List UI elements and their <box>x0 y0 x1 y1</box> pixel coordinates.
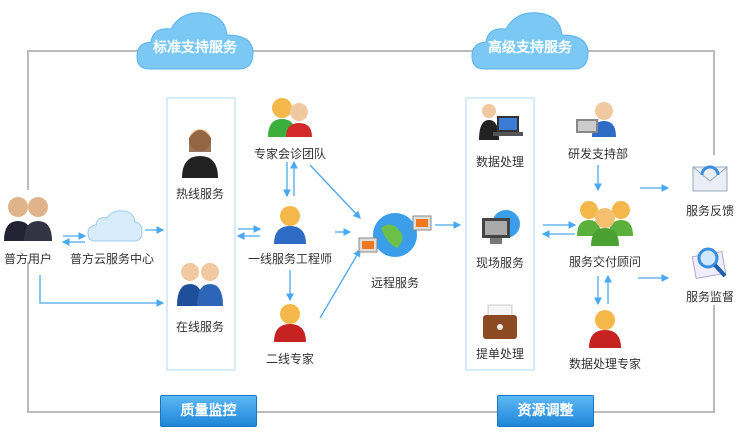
expert-team-label: 专家会诊团队 <box>253 147 327 161</box>
engineer-icon <box>274 206 306 244</box>
data-expert-icon <box>589 310 621 348</box>
feedback-label: 服务反馈 <box>685 204 735 218</box>
user-label: 普方用户 <box>3 252 53 266</box>
cloud-center-label: 普方云服务中心 <box>69 252 155 266</box>
headset-agent-icon <box>182 129 218 178</box>
feedback-envelope-icon <box>692 165 728 192</box>
resource-adjust-button[interactable]: 资源调整 <box>497 395 594 427</box>
supervision-label: 服务监督 <box>685 290 735 304</box>
remote-globe-icon <box>358 213 432 257</box>
rd-label: 研发支持部 <box>567 147 629 161</box>
quality-monitor-button[interactable]: 质量监控 <box>160 395 257 427</box>
supervision-magnifier-icon <box>691 247 727 280</box>
hotline-label: 热线服务 <box>175 187 225 201</box>
first-line-label: 一线服务工程师 <box>247 252 333 266</box>
data-processing-label: 数据处理 <box>475 155 525 169</box>
remote-label: 远程服务 <box>370 276 420 290</box>
second-line-label: 二线专家 <box>265 352 315 366</box>
online-label: 在线服务 <box>175 320 225 334</box>
onsite-computer-icon <box>482 210 520 244</box>
online-agents-icon <box>177 263 223 306</box>
cloud-center-icon <box>87 210 143 242</box>
users-icon <box>4 197 52 241</box>
ticket-briefcase-icon <box>483 304 517 339</box>
data-processing-icon <box>479 104 523 140</box>
expert-team-icon <box>268 98 312 137</box>
second-line-expert-icon <box>274 304 306 342</box>
delivery-label: 服务交付顾问 <box>568 255 642 269</box>
cloud-icon <box>136 12 254 70</box>
outer-frame <box>27 50 715 413</box>
data-expert-label: 数据处理专家 <box>568 357 642 371</box>
delivery-advisors-icon <box>577 201 633 246</box>
rd-support-icon <box>576 102 616 137</box>
standard-support-label: 标准支持服务 <box>153 40 237 56</box>
advanced-support-label: 高级支持服务 <box>488 40 572 56</box>
onsite-label: 现场服务 <box>475 256 525 270</box>
ticket-label: 提单处理 <box>475 347 525 361</box>
cloud-icon <box>471 12 589 70</box>
